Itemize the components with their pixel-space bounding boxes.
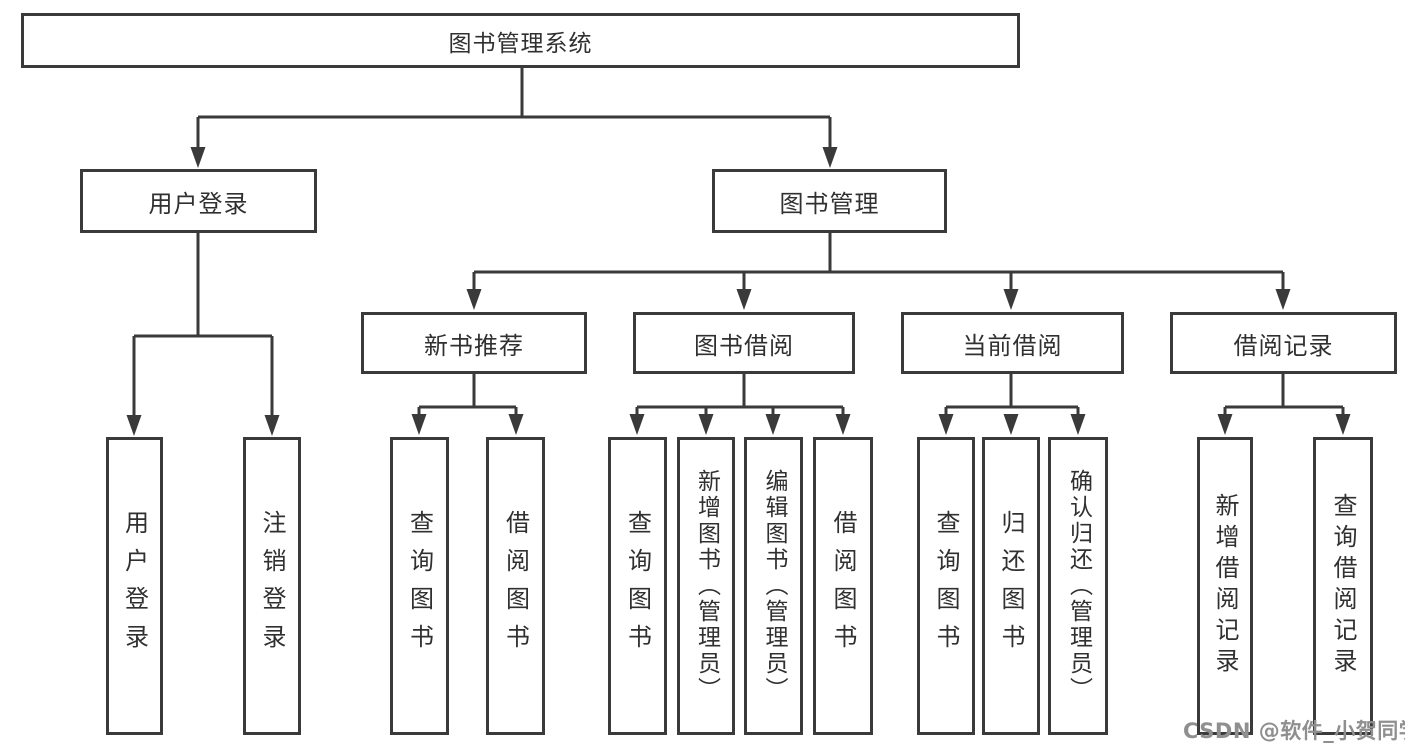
leaf-label: 确认归还（管理员） (1065, 469, 1092, 703)
node-borrow-records: 借阅记录 (1170, 312, 1397, 374)
node-user-login: 用户登录 (80, 169, 317, 233)
node-label: 借阅记录 (1233, 331, 1334, 360)
leaf-user-login: 用户登录 (106, 437, 163, 735)
leaf-edit-book-admin: 编辑图书（管理员） (744, 437, 803, 735)
leaf-logout: 注销登录 (243, 437, 301, 735)
leaf-query-books-current: 查询图书 (917, 437, 975, 735)
leaf-label: 查询借阅记录 (1329, 493, 1357, 679)
leaf-label: 归还图书 (997, 510, 1025, 662)
node-book-management: 图书管理 (712, 169, 947, 233)
node-library-system: 图书管理系统 (21, 13, 1020, 68)
leaf-return-books: 归还图书 (982, 437, 1040, 735)
node-label: 用户登录 (148, 189, 249, 218)
node-new-book-recommend: 新书推荐 (361, 312, 587, 374)
node-label: 图书借阅 (694, 331, 794, 360)
leaf-borrow-books: 借阅图书 (813, 437, 873, 735)
leaf-add-borrow-record: 新增借阅记录 (1197, 437, 1253, 735)
leaf-label: 查询图书 (932, 510, 960, 662)
leaf-query-books-borrow: 查询图书 (608, 437, 667, 735)
leaf-label: 查询图书 (623, 510, 652, 662)
node-label: 当前借阅 (962, 331, 1063, 360)
csdn-watermark: CSDN @软件_小贺同学 (1183, 719, 1405, 743)
leaf-query-books-recommend: 查询图书 (390, 437, 449, 735)
leaf-label: 查询图书 (405, 510, 434, 662)
node-label: 图书管理 (779, 189, 880, 218)
leaf-add-book-admin: 新增图书（管理员） (677, 437, 735, 735)
leaf-confirm-return-admin: 确认归还（管理员） (1048, 437, 1108, 735)
leaf-label: 借阅图书 (501, 510, 530, 662)
leaf-label: 用户登录 (120, 510, 149, 662)
leaf-label: 新增图书（管理员） (693, 469, 720, 703)
node-book-borrow: 图书借阅 (633, 312, 855, 374)
leaf-label: 编辑图书（管理员） (761, 469, 787, 703)
node-label: 新书推荐 (424, 331, 524, 360)
node-current-borrow: 当前借阅 (901, 312, 1124, 374)
leaf-label: 新增借阅记录 (1211, 493, 1239, 679)
leaf-label: 注销登录 (258, 510, 286, 662)
leaf-query-borrow-record: 查询借阅记录 (1313, 437, 1373, 735)
leaf-borrow-books-recommend: 借阅图书 (486, 437, 545, 735)
leaf-label: 借阅图书 (829, 510, 857, 662)
node-label: 图书管理系统 (448, 30, 593, 57)
